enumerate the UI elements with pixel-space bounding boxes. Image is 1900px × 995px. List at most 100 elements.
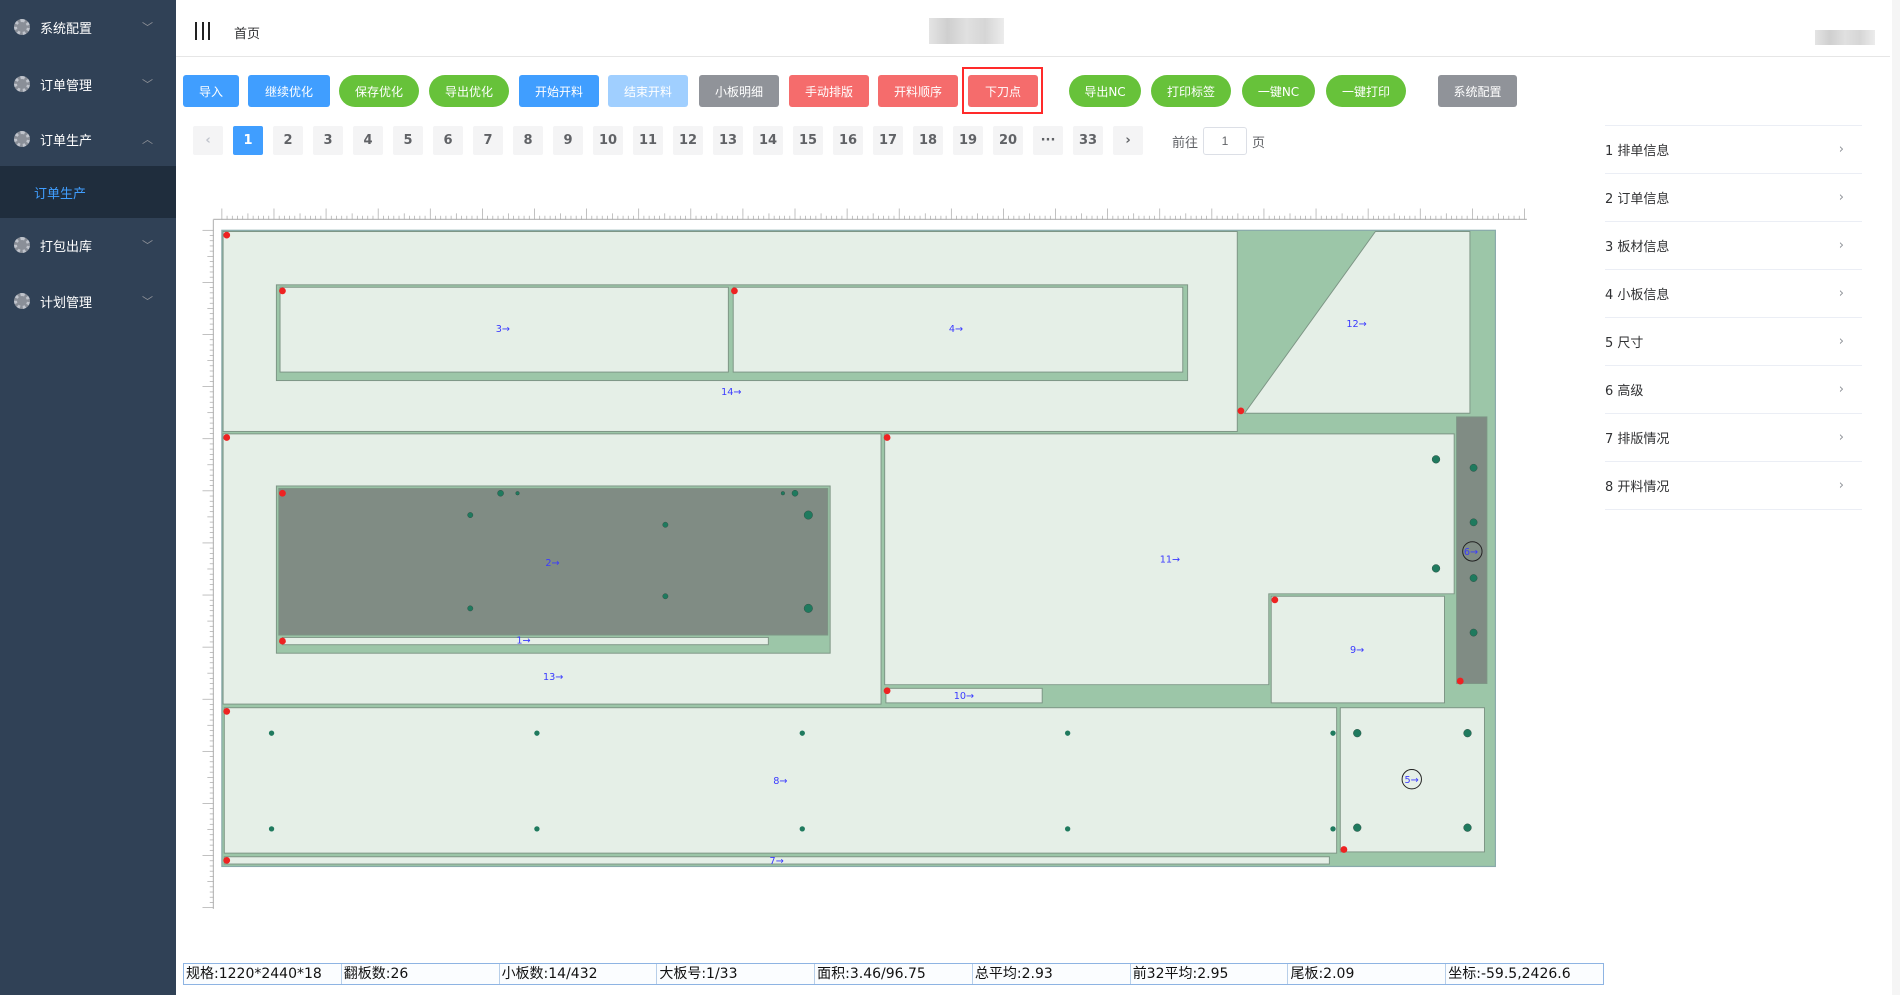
cut-point-marker (883, 687, 891, 695)
end-cutting-button[interactable]: 结束开料 (608, 75, 688, 107)
page-button[interactable]: 15 (793, 126, 823, 155)
page-button[interactable]: 2 (273, 126, 303, 155)
user-avatar[interactable] (1815, 30, 1875, 45)
panel-label: 13→ (543, 672, 563, 683)
page-button[interactable]: 5 (393, 126, 423, 155)
cut-point-marker (1340, 846, 1348, 853)
drill-hole-icon (803, 603, 813, 613)
page-button[interactable]: 10 (593, 126, 623, 155)
sidebar-item-system-config[interactable]: 系统配置﹀ (0, 4, 176, 50)
page-ellipsis[interactable]: ··· (1033, 126, 1063, 155)
system-config-button[interactable]: 系统配置 (1438, 75, 1517, 107)
cut-point-button[interactable]: 下刀点 (968, 75, 1038, 107)
panel-2[interactable] (278, 487, 829, 636)
panel-11[interactable] (884, 433, 1455, 686)
page-button[interactable]: 7 (473, 126, 503, 155)
page-button[interactable]: 9 (553, 126, 583, 155)
panel-3[interactable] (279, 286, 729, 373)
drill-hole-icon (662, 521, 669, 528)
page-button[interactable]: 19 (953, 126, 983, 155)
page-button[interactable]: 33 (1073, 126, 1103, 155)
page-button[interactable]: 12 (673, 126, 703, 155)
panel-10[interactable] (885, 687, 1043, 704)
page-button[interactable]: 3 (313, 126, 343, 155)
drill-hole-icon (1463, 823, 1472, 832)
page-button[interactable]: 1 (233, 126, 263, 155)
hamburger-menu-icon[interactable] (195, 22, 210, 40)
collapse-item-panel-info[interactable]: 4 小板信息› (1605, 270, 1862, 318)
export-optimize-button[interactable]: 导出优化 (429, 75, 509, 107)
collapse-item-layout-status[interactable]: 7 排版情况› (1605, 414, 1862, 462)
drill-hole-icon (799, 826, 805, 832)
cut-point-marker (279, 637, 286, 645)
sidebar-subitem-order-production[interactable]: 订单生产 (0, 166, 176, 218)
cut-point-marker (1456, 677, 1464, 685)
drill-hole-icon (467, 605, 474, 612)
page-button[interactable]: 17 (873, 126, 903, 155)
right-panel-divider (1605, 125, 1862, 126)
status-total-average: 总平均:2.93 (973, 964, 1131, 984)
drill-hole-icon (1469, 574, 1478, 582)
page-button[interactable]: 11 (633, 126, 663, 155)
sidebar-item-order-management[interactable]: 订单管理﹀ (0, 61, 176, 107)
print-labels-button[interactable]: 打印标签 (1151, 75, 1231, 107)
sidebar: 系统配置﹀ 订单管理﹀ 订单生产︿ 订单生产 打包出库﹀ 计划管理﹀ (0, 0, 176, 995)
goto-page-input[interactable] (1203, 127, 1247, 155)
panel-label: 7→ (770, 856, 784, 867)
page-button[interactable]: 14 (753, 126, 783, 155)
sidebar-item-plan-management[interactable]: 计划管理﹀ (0, 278, 176, 324)
export-nc-button[interactable]: 导出NC (1069, 75, 1141, 107)
prev-page-button[interactable]: ‹ (193, 126, 223, 155)
next-page-button[interactable]: › (1113, 126, 1143, 155)
one-click-print-button[interactable]: 一键打印 (1326, 75, 1406, 107)
breadcrumb[interactable]: 首页 (234, 27, 261, 42)
sidebar-item-packing-outbound[interactable]: 打包出库﹀ (0, 222, 176, 268)
page-button[interactable]: 20 (993, 126, 1023, 155)
panel-details-button[interactable]: 小板明细 (699, 75, 779, 107)
drill-hole-icon (515, 491, 520, 496)
drill-hole-icon (1330, 826, 1336, 832)
status-tail-board: 尾板:2.09 (1288, 964, 1447, 984)
continue-optimize-button[interactable]: 继续优化 (248, 75, 330, 107)
manual-layout-button[interactable]: 手动排版 (789, 75, 869, 107)
panel-8[interactable] (223, 707, 1338, 854)
sidebar-item-order-production[interactable]: 订单生产︿ (0, 116, 176, 162)
page-button[interactable]: 4 (353, 126, 383, 155)
page-button[interactable]: 16 (833, 126, 863, 155)
panel-5[interactable] (1339, 707, 1485, 853)
panel-12[interactable] (1243, 231, 1471, 414)
start-cutting-button[interactable]: 开始开料 (519, 75, 599, 107)
collapse-item-cutting-status[interactable]: 8 开料情况› (1605, 462, 1862, 510)
chevron-right-icon: › (1838, 382, 1844, 397)
page-button[interactable]: 6 (433, 126, 463, 155)
cut-points (223, 231, 1464, 864)
chevron-down-icon: ﹀ (142, 78, 153, 91)
collapse-item-size[interactable]: 5 尺寸› (1605, 318, 1862, 366)
page-button[interactable]: 18 (913, 126, 943, 155)
panel-label: 1→ (516, 636, 530, 647)
panel-9[interactable] (1270, 595, 1445, 704)
page-button[interactable]: 13 (713, 126, 743, 155)
gear-icon (14, 131, 30, 147)
cutting-order-button[interactable]: 开料顺序 (878, 75, 958, 107)
scrollbar[interactable] (1892, 0, 1900, 995)
cutting-board-canvas[interactable]: 3→ 4→ 14→ 12→ 2→ 1→ 13→ 11→ 9→ 10→ 8→ 7→… (194, 206, 1539, 915)
cut-point-marker (223, 707, 231, 715)
gear-icon (14, 76, 30, 92)
drill-hole-icon (1463, 729, 1472, 738)
drill-hole-icon (1469, 628, 1478, 637)
collapse-item-schedule-info[interactable]: 1 排单信息› (1605, 126, 1862, 174)
page-button[interactable]: 8 (513, 126, 543, 155)
one-click-nc-button[interactable]: 一键NC (1242, 75, 1315, 107)
page-suffix: 页 (1252, 136, 1266, 151)
import-button[interactable]: 导入 (183, 75, 239, 107)
hole-circle-marker (1462, 541, 1483, 562)
drill-hole-icon (1469, 518, 1478, 527)
drill-hole-icon (1469, 463, 1478, 472)
panel-4[interactable] (732, 286, 1184, 373)
collapse-item-material-info[interactable]: 3 板材信息› (1605, 222, 1862, 270)
collapse-item-order-info[interactable]: 2 订单信息› (1605, 174, 1862, 222)
save-optimize-button[interactable]: 保存优化 (339, 75, 419, 107)
collapse-item-advanced[interactable]: 6 高级› (1605, 366, 1862, 414)
drill-hole-icon (1064, 826, 1071, 832)
